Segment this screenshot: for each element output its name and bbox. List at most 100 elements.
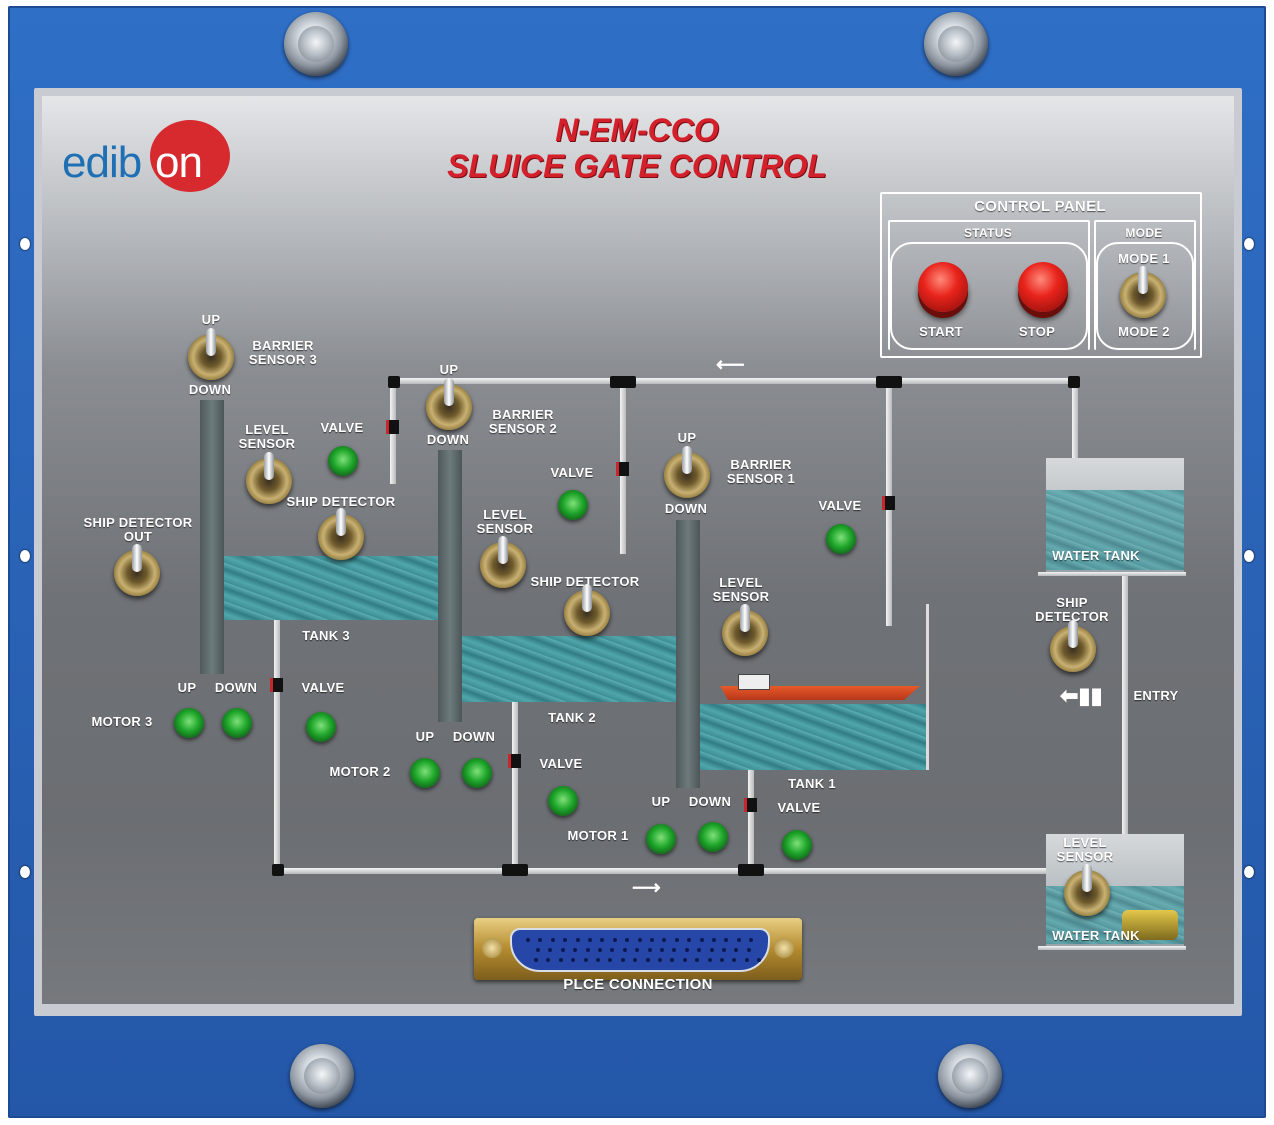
connector-pin	[682, 958, 687, 962]
tank2-water	[462, 636, 678, 702]
connector-pin	[608, 958, 613, 962]
level-sensor-1-switch[interactable]	[722, 604, 768, 656]
connector-pin	[658, 958, 662, 962]
connector-pin	[622, 948, 627, 952]
connector-pin	[560, 948, 565, 952]
pipe-joint	[388, 376, 400, 388]
connector-pin	[625, 938, 630, 942]
status-box	[888, 220, 1090, 350]
status-inner	[890, 242, 1088, 350]
level-sensor-2-label: LEVEL SENSOR	[476, 507, 534, 536]
valve-2-label: VALVE	[550, 465, 594, 480]
barrier-sensor-1-label: BARRIER SENSOR 1	[726, 457, 796, 486]
connector-pin	[600, 938, 605, 942]
barrier2-up-label: UP	[439, 362, 459, 377]
rail-hole	[20, 866, 30, 878]
rail-hole	[1244, 866, 1254, 878]
connector-pin	[712, 938, 716, 942]
plc-connector[interactable]	[474, 918, 802, 980]
control-panel-box	[880, 192, 1202, 358]
tank1-water	[700, 704, 928, 770]
ship-detector-out-switch[interactable]	[114, 544, 160, 596]
entry-arrow-icon: ⬅▮▮	[1060, 683, 1103, 708]
ship-detector-3-label: SHIP DETECTOR	[286, 494, 396, 509]
motor1-up-led	[646, 824, 676, 854]
connector-pin	[563, 938, 568, 942]
level-sensor-2-switch[interactable]	[480, 536, 526, 588]
barrier-sensor-2-switch[interactable]	[426, 378, 472, 430]
tank1-wall	[926, 604, 929, 770]
logo-text: edib	[62, 138, 142, 187]
connector-pin	[536, 948, 540, 952]
barrier3-down-label: DOWN	[188, 382, 232, 397]
level-sensor-1-label: LEVEL SENSOR	[712, 575, 770, 604]
valve-icon	[508, 754, 521, 768]
valve-icon	[744, 798, 757, 812]
pipe-v	[748, 768, 754, 874]
barrier-gate-3	[200, 400, 224, 674]
connector-pin	[546, 958, 551, 962]
connector-pin	[662, 938, 667, 942]
barrier-sensor-2-label: BARRIER SENSOR 2	[488, 407, 558, 436]
connector-pin	[550, 938, 555, 942]
connector-pin	[538, 938, 543, 942]
motor2-up-led	[410, 758, 440, 788]
motor3-valve-led	[306, 712, 336, 742]
barrier-gate-2	[438, 450, 462, 722]
connector-pin	[736, 938, 741, 942]
panel-face	[42, 96, 1234, 1004]
pipe-v	[274, 620, 280, 874]
motor1-down-label: DOWN	[688, 794, 732, 809]
flow-arrow-right-icon: ⟶	[632, 877, 661, 899]
motor1-down-led	[698, 822, 728, 852]
connector-pin	[670, 958, 675, 962]
barrier1-down-label: DOWN	[664, 501, 708, 516]
logo-text-on: on	[155, 138, 203, 187]
valve-2-led	[558, 490, 588, 520]
pump-icon	[1122, 910, 1178, 940]
connector-pin	[707, 958, 712, 962]
plc-connection-label: PLCE CONNECTION	[563, 976, 713, 993]
water-tank-top-water	[1046, 490, 1184, 570]
connector-socket	[510, 928, 770, 972]
ship-detector-3-switch[interactable]	[318, 508, 364, 560]
level-sensor-3-switch[interactable]	[246, 452, 292, 504]
mounting-screw-icon	[284, 12, 348, 76]
barrier-sensor-3-switch[interactable]	[188, 328, 234, 380]
motor3-up-led	[174, 708, 204, 738]
connector-screw-icon	[482, 938, 502, 958]
ship-detector-out-label: SHIP DETECTOR OUT	[83, 515, 193, 544]
motor3-down-led	[222, 708, 252, 738]
valve-icon	[386, 420, 399, 434]
status-title: STATUS	[963, 226, 1013, 240]
connector-pin	[610, 948, 615, 952]
mode2-label: MODE 2	[1118, 324, 1170, 339]
tank-2-label: TANK 2	[548, 710, 596, 725]
barrier-gate-1	[676, 520, 700, 788]
pipe-joint	[272, 864, 284, 876]
stop-button[interactable]	[1018, 262, 1068, 312]
connector-pin	[534, 958, 538, 962]
motor1-valve-label: VALVE	[777, 800, 821, 815]
connector-pin	[596, 958, 600, 962]
ship-icon	[720, 686, 920, 700]
ship-detector-entry-switch[interactable]	[1050, 620, 1096, 672]
ship-detector-2-switch[interactable]	[564, 584, 610, 636]
pipe-bottom	[274, 868, 1060, 874]
tank-shelf	[1038, 946, 1186, 950]
control-panel-title: CONTROL PANEL	[974, 198, 1106, 215]
mode1-label: MODE 1	[1118, 251, 1170, 266]
pipe-v	[1072, 378, 1078, 490]
connector-pin	[687, 938, 692, 942]
level-sensor-entry-switch[interactable]	[1064, 864, 1110, 916]
flow-arrow-left-icon: ⟵	[716, 354, 745, 376]
ship-detector-2-label: SHIP DETECTOR	[530, 574, 640, 589]
rail-hole	[20, 238, 30, 250]
barrier-sensor-1-switch[interactable]	[664, 446, 710, 498]
connector-pin	[558, 958, 563, 962]
mode-toggle-switch[interactable]	[1120, 266, 1166, 318]
connector-pin	[526, 938, 530, 942]
valve-icon	[616, 462, 629, 476]
connector-pin	[749, 938, 754, 942]
start-button[interactable]	[918, 262, 968, 312]
